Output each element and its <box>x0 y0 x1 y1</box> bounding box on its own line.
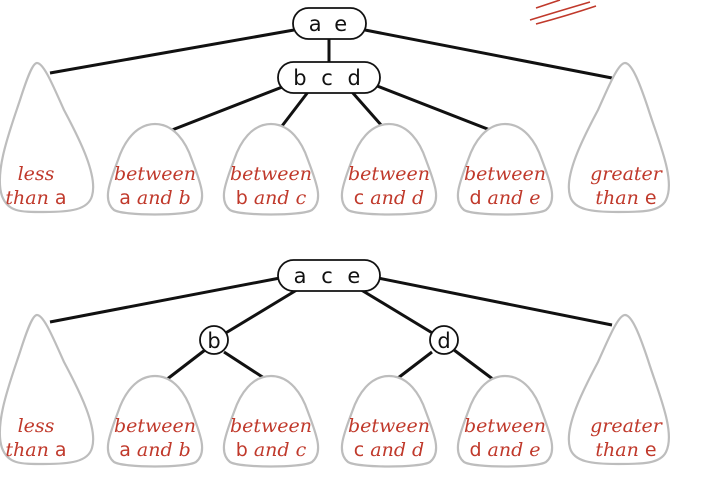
child-node-right <box>429 325 459 355</box>
edge <box>280 91 310 127</box>
subtree-label: less <box>18 415 55 437</box>
subtree-label: d and e <box>469 187 540 209</box>
subtree-label: less <box>18 163 55 185</box>
subtree-label: between <box>114 415 196 437</box>
subtree-label: between <box>348 415 430 437</box>
subtree-label: c and d <box>354 187 424 209</box>
subtree-triangle <box>106 122 204 216</box>
subtree-label: greater <box>590 163 664 185</box>
root-node <box>292 7 367 40</box>
scribble-mark <box>529 0 597 25</box>
subtree-triangle <box>222 374 320 468</box>
edge <box>49 276 281 324</box>
subtree-label: than a <box>5 439 66 461</box>
edge <box>397 350 433 380</box>
edge <box>223 350 265 380</box>
subtree-label: than a <box>5 187 66 209</box>
subtree-triangle <box>0 61 95 214</box>
subtree-triangle <box>456 122 554 216</box>
subtree-label: than e <box>595 187 656 209</box>
subtree-triangle <box>456 374 554 468</box>
edge <box>377 276 613 327</box>
subtree-triangle <box>106 374 204 468</box>
subtree-triangle <box>567 61 671 214</box>
subtree-label: between <box>464 163 546 185</box>
subtree-triangle <box>340 374 438 468</box>
subtree-label: a and b <box>119 439 191 461</box>
subtree-label: b and c <box>236 439 307 461</box>
subtree-label: between <box>464 415 546 437</box>
subtree-triangle <box>222 122 320 216</box>
subtree-triangle <box>340 122 438 216</box>
subtree-label: between <box>114 163 196 185</box>
edge <box>223 286 301 336</box>
subtree-label: greater <box>590 415 664 437</box>
edge <box>453 348 495 382</box>
subtree-label: d and e <box>469 439 540 461</box>
edge <box>171 82 291 132</box>
subtree-label: than e <box>595 439 656 461</box>
subtree-label: b and c <box>236 187 307 209</box>
child-node-left <box>199 325 229 355</box>
child-node-keys: b c d <box>293 66 365 90</box>
top-tree: a e b c d less than a between a and b be… <box>0 7 671 216</box>
edge <box>364 28 613 80</box>
subtree-label: between <box>230 415 312 437</box>
subtree-label: a and b <box>119 187 191 209</box>
subtree-triangle <box>567 313 671 466</box>
root-node-keys: a c e <box>294 264 365 288</box>
edge <box>165 348 206 382</box>
edge <box>350 91 384 127</box>
child-node-right-key: d <box>437 329 450 353</box>
root-node <box>277 259 381 292</box>
child-node <box>277 61 381 94</box>
subtree-label: between <box>348 163 430 185</box>
subtree-label: between <box>230 163 312 185</box>
subtree-triangle <box>0 313 95 466</box>
edge <box>371 82 491 132</box>
edge <box>357 286 435 336</box>
root-node-keys: a e <box>309 12 350 36</box>
subtree-label: c and d <box>354 439 424 461</box>
bottom-tree: a c e b d less than a between a and b be… <box>0 259 671 468</box>
edge <box>49 28 295 75</box>
child-node-left-key: b <box>207 329 220 353</box>
